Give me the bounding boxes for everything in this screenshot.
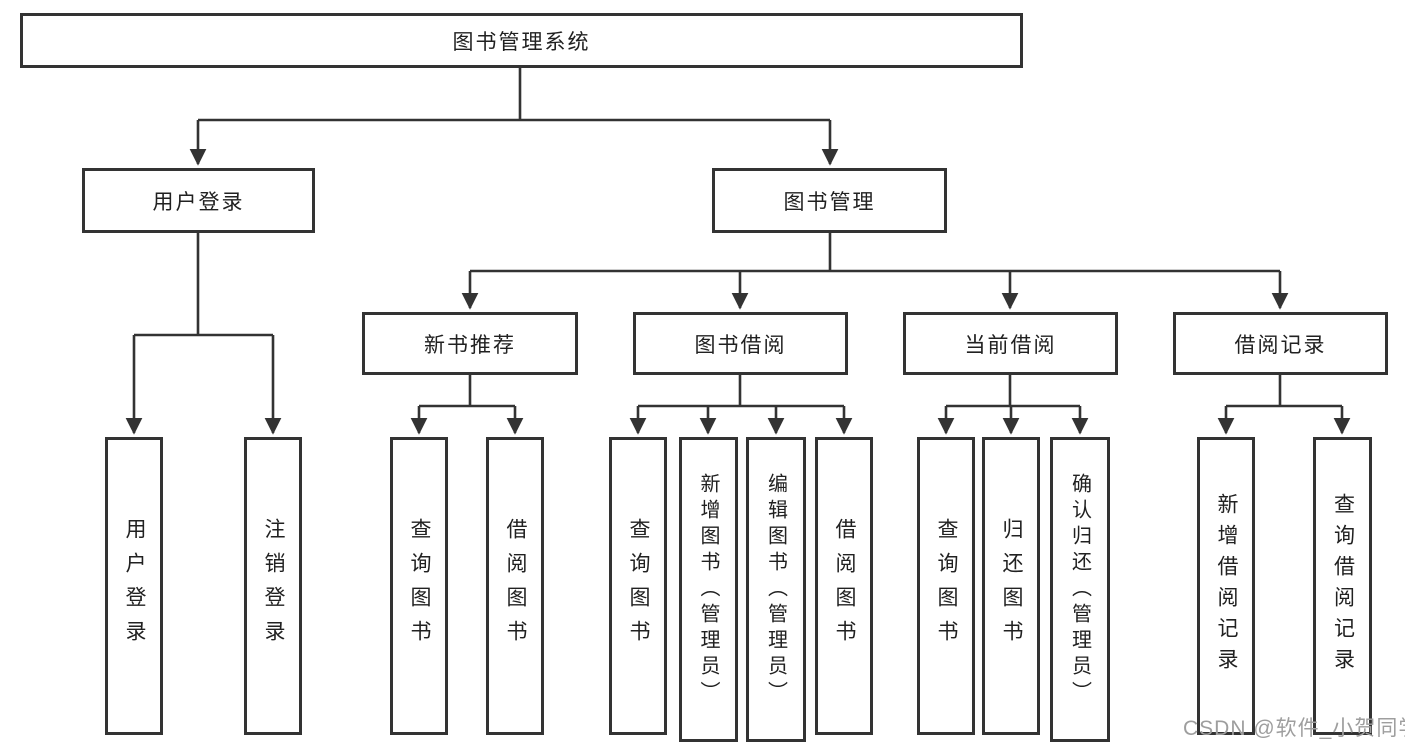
leaf-cb-query-books-label: 查询图书 (935, 518, 958, 654)
node-borrow-records: 借阅记录 (1173, 312, 1388, 375)
leaf-bb-query-books: 查询图书 (609, 437, 667, 735)
leaf-nb-query-books: 查询图书 (390, 437, 448, 735)
node-user-login-label: 用户登录 (152, 190, 245, 214)
node-book-management: 图书管理 (712, 168, 947, 233)
connector-trunks (134, 68, 1342, 408)
leaf-bb-add-books-admin-label: 新增图书（管理员） (697, 472, 719, 707)
leaf-logout: 注销登录 (244, 437, 302, 735)
node-new-book-recommend-label: 新书推荐 (424, 333, 516, 357)
leaf-user-login-label: 用户登录 (123, 518, 146, 654)
leaf-nb-borrow-books-label: 借阅图书 (504, 518, 527, 654)
leaf-bb-edit-books-admin: 编辑图书（管理员） (746, 437, 806, 742)
node-borrow-records-label: 借阅记录 (1234, 333, 1327, 357)
leaf-bb-query-books-label: 查询图书 (627, 518, 650, 654)
leaf-cb-confirm-return-admin-label: 确认归还（管理员） (1068, 472, 1091, 707)
leaf-br-query-record: 查询借阅记录 (1313, 437, 1372, 735)
leaf-user-login: 用户登录 (105, 437, 163, 735)
leaf-bb-borrow-books-label: 借阅图书 (833, 518, 856, 654)
leaf-cb-query-books: 查询图书 (917, 437, 975, 735)
leaf-bb-edit-books-admin-label: 编辑图书（管理员） (764, 472, 787, 707)
leaf-logout-label: 注销登录 (262, 518, 285, 654)
node-user-login: 用户登录 (82, 168, 315, 233)
node-root-label: 图书管理系统 (452, 30, 591, 54)
leaf-nb-borrow-books: 借阅图书 (486, 437, 544, 735)
node-book-borrow-label: 图书借阅 (694, 333, 787, 357)
leaf-cb-return-books-label: 归还图书 (1000, 518, 1023, 654)
node-current-borrow: 当前借阅 (903, 312, 1118, 375)
node-book-borrow: 图书借阅 (633, 312, 848, 375)
node-current-borrow-label: 当前借阅 (964, 333, 1057, 357)
csdn-watermark: CSDN @软件_小贺同学 (1183, 717, 1405, 740)
node-book-management-label: 图书管理 (783, 190, 876, 214)
leaf-nb-query-books-label: 查询图书 (408, 518, 431, 654)
leaf-br-add-record-label: 新增借阅记录 (1215, 493, 1238, 679)
leaf-bb-borrow-books: 借阅图书 (815, 437, 873, 735)
leaf-br-query-record-label: 查询借阅记录 (1331, 493, 1355, 679)
node-root: 图书管理系统 (20, 13, 1023, 68)
leaf-cb-return-books: 归还图书 (982, 437, 1040, 735)
node-new-book-recommend: 新书推荐 (362, 312, 578, 375)
leaf-bb-add-books-admin: 新增图书（管理员） (679, 437, 738, 742)
leaf-br-add-record: 新增借阅记录 (1197, 437, 1255, 735)
leaf-cb-confirm-return-admin: 确认归还（管理员） (1050, 437, 1110, 742)
